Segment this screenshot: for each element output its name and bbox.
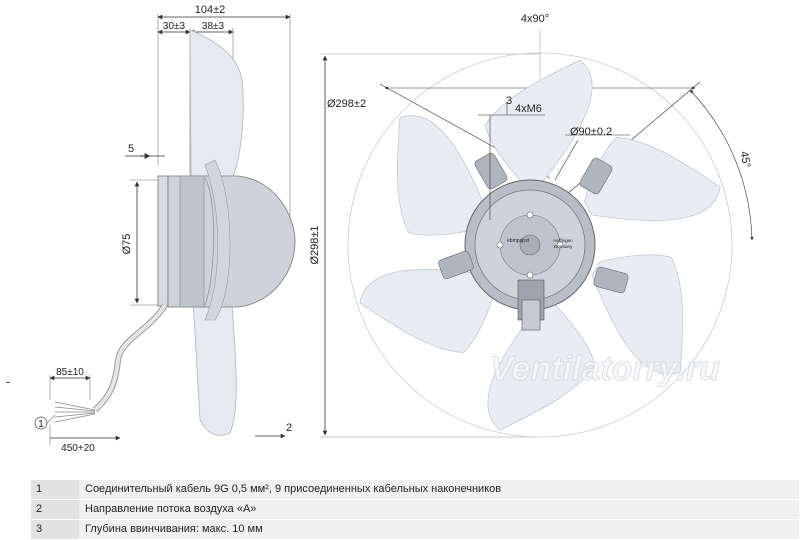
angle-4x90: 4x90° (521, 13, 549, 25)
dim-total: 104±2 (195, 4, 226, 16)
front-view (320, 30, 754, 438)
note-number: 2 (31, 500, 79, 519)
diameter-298: Ø298±2 (327, 98, 366, 110)
diameter-298-vertical: Ø298±1 (309, 225, 321, 264)
note-text: Соединительный кабель 9G 0,5 мм², 9 прис… (85, 483, 502, 495)
watermark: Ventilatorry.ru (490, 350, 720, 388)
fan-blade (396, 115, 489, 236)
callout-2: 2 (286, 422, 292, 434)
cable-length-85: 85±10 (56, 367, 84, 378)
notes-table: 1 Соединительный кабель 9G 0,5 мм², 9 пр… (31, 480, 799, 540)
note-row: 1 Соединительный кабель 9G 0,5 мм², 9 пр… (31, 480, 799, 499)
bolt-circle: Ø90±0.2 (570, 126, 612, 138)
dim-b: 38±3 (202, 21, 225, 32)
dim-a: 30±3 (163, 21, 186, 32)
side-view (34, 14, 296, 445)
note-row: 3 Глубина ввинчивания: макс. 10 мм (31, 520, 799, 539)
angle-45: 45° (738, 150, 753, 168)
hub-logo: ebmpapst (507, 238, 530, 244)
note-number: 3 (31, 520, 79, 539)
note-text: Направление потока воздуха «А» (85, 503, 257, 515)
cable-length-450: 450+20 (61, 443, 95, 454)
note-number: 1 (31, 480, 79, 499)
dim-five: 5 (128, 143, 134, 155)
fan-blade (484, 59, 593, 186)
callout-1: 1 (38, 419, 44, 430)
fan-blade (487, 304, 596, 431)
callout-3: 3 (506, 95, 512, 107)
technical-drawing: 104±2 30±3 38±3 5 Ø75 85±10 450+20 1 2 (34, 4, 754, 454)
note-text: Глубина ввинчивания: макс. 10 мм (85, 523, 263, 535)
hub-brand: Hoffingen (553, 238, 573, 243)
edge-tick (6, 382, 10, 383)
hub-country: Germany (554, 244, 573, 249)
fan-blade (359, 269, 496, 354)
dim-hub-diameter: Ø75 (121, 234, 133, 255)
note-row: 2 Направление потока воздуха «А» (31, 500, 799, 519)
thread-spec: 4xM6 (515, 103, 542, 115)
